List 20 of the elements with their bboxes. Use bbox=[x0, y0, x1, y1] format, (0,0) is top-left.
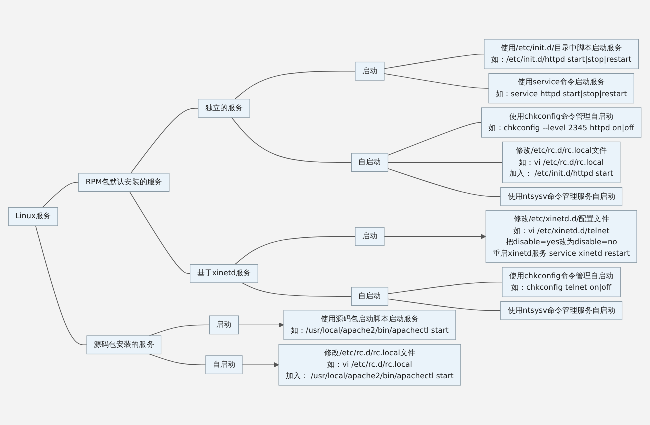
connector bbox=[388, 282, 503, 294]
connector bbox=[231, 117, 352, 163]
connector bbox=[149, 354, 206, 366]
connector bbox=[129, 191, 191, 274]
connector bbox=[130, 108, 199, 174]
connector bbox=[384, 74, 490, 89]
connector bbox=[388, 122, 482, 156]
arrow bbox=[242, 362, 280, 368]
connector bbox=[234, 236, 356, 266]
arrow bbox=[384, 234, 486, 240]
connector bbox=[35, 226, 88, 346]
connector bbox=[42, 182, 80, 208]
connector bbox=[388, 298, 502, 312]
connector bbox=[234, 71, 356, 100]
connector bbox=[388, 162, 504, 163]
connector bbox=[149, 324, 210, 336]
connector bbox=[384, 54, 485, 70]
connector bbox=[242, 282, 352, 297]
arrow bbox=[238, 322, 284, 328]
connector bbox=[388, 168, 502, 198]
